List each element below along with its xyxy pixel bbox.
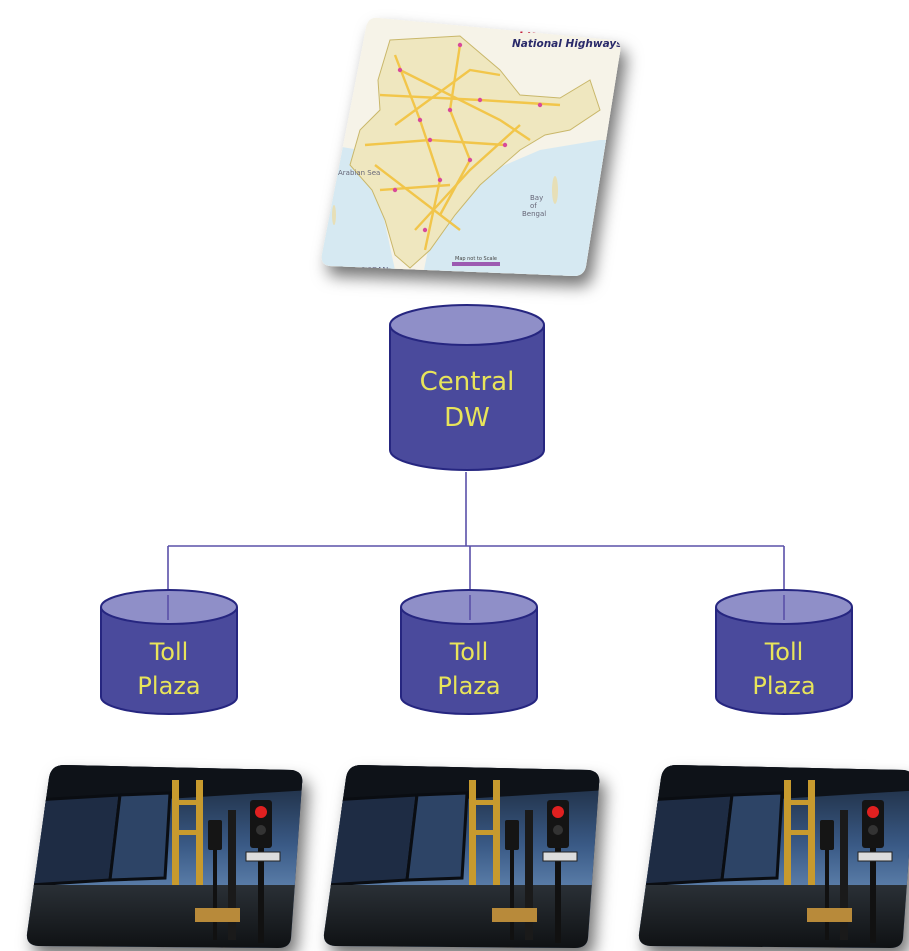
- map-label-arabian-sea: Arabian Sea: [338, 169, 380, 177]
- toll-plaza-database: Toll Plaza: [715, 589, 853, 715]
- toll-booth-photo: [638, 765, 909, 948]
- india-highways-map: I N D I A National Highways Arabian Sea …: [321, 17, 622, 282]
- map-title-highways: National Highways: [512, 38, 622, 50]
- toll-plaza-label-line1: Toll: [149, 638, 189, 666]
- toll-booth-photo: [323, 765, 600, 948]
- map-label-ocean: OCEAN: [360, 266, 388, 275]
- map-scale-note: Map not to Scale: [455, 256, 497, 262]
- toll-plaza-label-line2: Plaza: [752, 672, 815, 700]
- toll-booth-photo: [26, 765, 303, 948]
- toll-plaza-label-line1: Toll: [764, 638, 804, 666]
- map-label-bengal: Bengal: [522, 210, 546, 218]
- central-dw-label-line1: Central: [420, 367, 515, 397]
- map-scale-bar: [452, 262, 500, 266]
- map-label-of: of: [530, 202, 537, 210]
- toll-plaza-label-line1: Toll: [449, 638, 489, 666]
- central-dw-label-line2: DW: [444, 403, 490, 433]
- map-label-bay: Bay: [530, 194, 543, 202]
- connector-lines: [167, 472, 785, 620]
- toll-plaza-database: Toll Plaza: [100, 589, 238, 715]
- map-title-india: I N D I A: [520, 23, 570, 36]
- toll-plaza-label-line2: Plaza: [437, 672, 500, 700]
- toll-plaza-database: Toll Plaza: [400, 589, 538, 715]
- central-dw-database: Central DW: [389, 304, 545, 471]
- map-copyright: Copyright © 2006 Compare Infobase Limite…: [425, 275, 549, 282]
- toll-plaza-label-line2: Plaza: [137, 672, 200, 700]
